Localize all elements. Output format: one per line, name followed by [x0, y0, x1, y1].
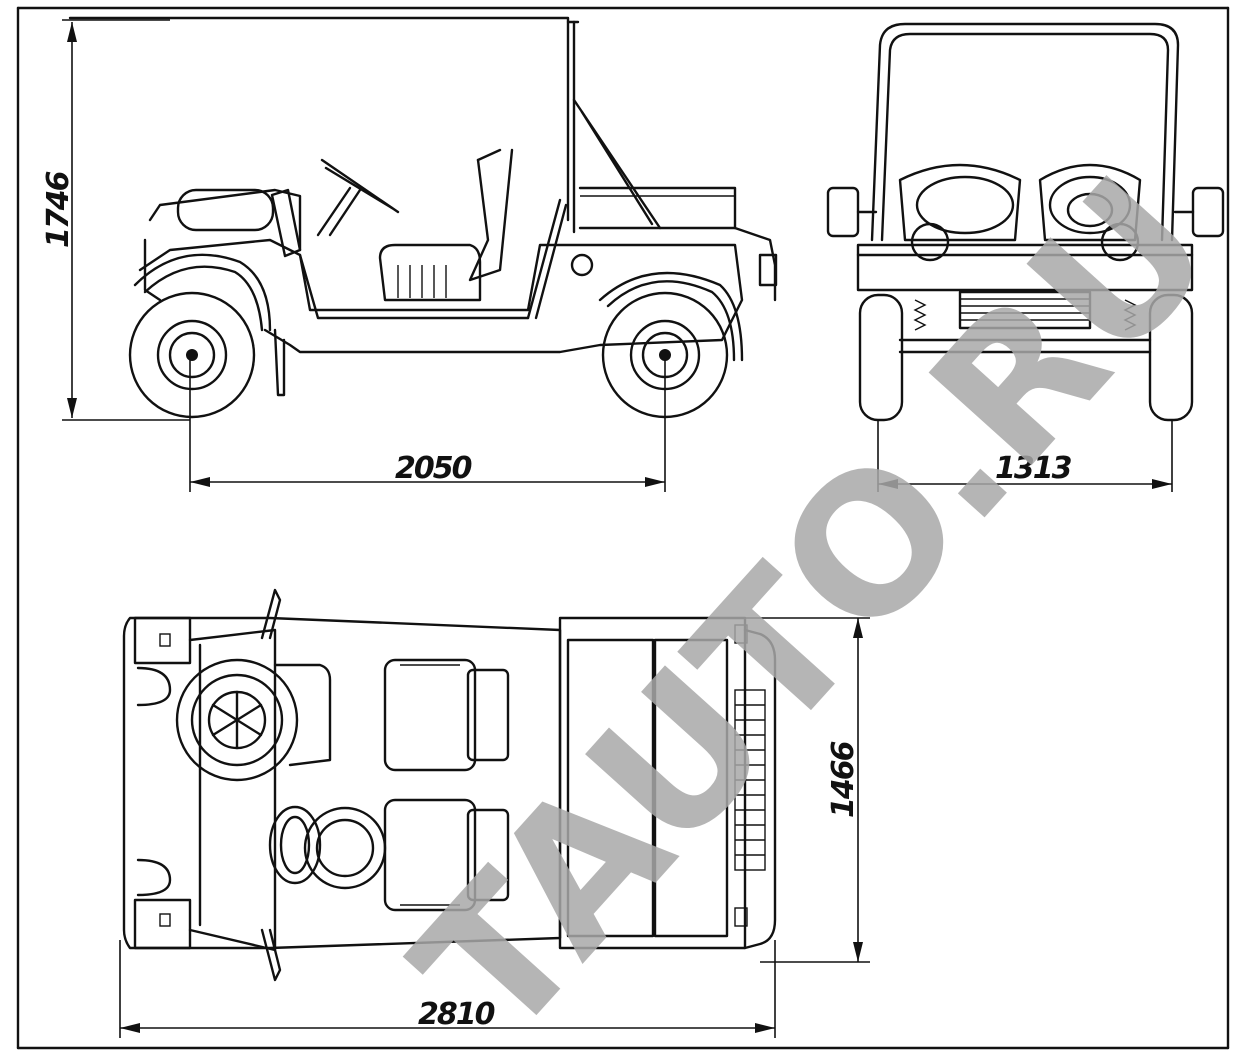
track-label: 1313 — [995, 451, 1072, 486]
wheelbase-dimension: 2050 — [189, 360, 666, 492]
top-seat-left — [383, 798, 510, 912]
top-view — [122, 588, 777, 982]
watermark-text: TAUTO.RU — [374, 137, 1237, 1052]
front-left-wheel — [858, 293, 904, 422]
length-label: 2810 — [418, 997, 495, 1032]
seat-slats — [397, 265, 447, 298]
drawing-frame — [16, 6, 1230, 1050]
spare-wheel — [175, 658, 299, 782]
height-label: 1746 — [41, 171, 76, 248]
length-dimension: 2810 — [119, 940, 776, 1038]
height-dimension: 1746 — [41, 19, 190, 421]
wheelbase-label: 2050 — [395, 451, 472, 486]
track-dimension: 1313 — [877, 420, 1173, 492]
front-view — [826, 22, 1225, 422]
front-wheel — [128, 291, 256, 419]
side-view — [68, 16, 778, 419]
front-right-wheel — [1148, 293, 1194, 422]
top-seat-right — [383, 658, 510, 772]
width-label: 1466 — [826, 741, 861, 818]
front-grille — [958, 290, 1092, 330]
width-dimension: 1466 — [565, 617, 870, 963]
rear-grille-top — [734, 689, 766, 871]
